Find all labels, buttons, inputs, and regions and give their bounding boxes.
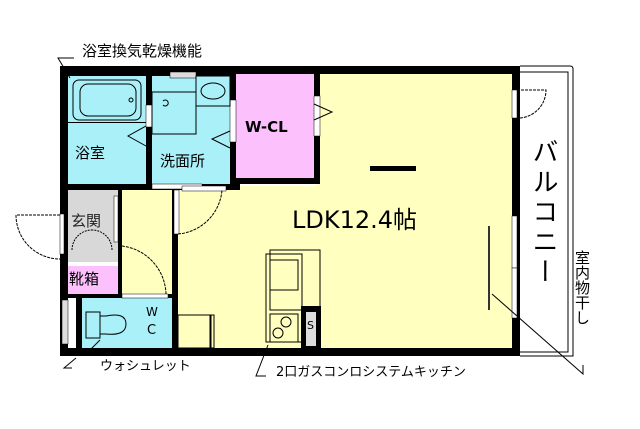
wcl-fill [236, 74, 316, 180]
bathroom-label: 浴室 [75, 144, 106, 162]
kitchen-annotation: 2口ガスコンロシステムキッチン [276, 365, 466, 380]
walk-in-closet-label: W-CL [245, 118, 288, 136]
balcony-label: バルコニー [528, 138, 558, 288]
toilet-fill [82, 298, 172, 348]
washlet-annotation: ウォシュレット [100, 359, 191, 374]
washroom-label: 洗面所 [160, 152, 206, 170]
shoe-box-label: 靴箱 [69, 270, 100, 288]
hall-fill [122, 190, 174, 300]
kitchen-s-label: S [307, 319, 314, 332]
toilet-c-label: C [147, 323, 157, 338]
entrance-fill [68, 190, 118, 262]
toilet-w-label: W [146, 305, 158, 319]
indoor-drying-annotation: 室内物干し [573, 250, 591, 325]
shoebox-fill [68, 266, 118, 294]
washroom-fill [152, 76, 236, 184]
ldk-fill [316, 66, 512, 348]
ldk-lower-fill [176, 186, 316, 348]
entrance-label: 玄関 [71, 212, 102, 230]
bath-dryer-annotation: 浴室換気乾燥機能 [82, 42, 203, 60]
ldk-label: LDK12.4帖 [292, 206, 418, 234]
bathroom-fill [68, 76, 146, 184]
